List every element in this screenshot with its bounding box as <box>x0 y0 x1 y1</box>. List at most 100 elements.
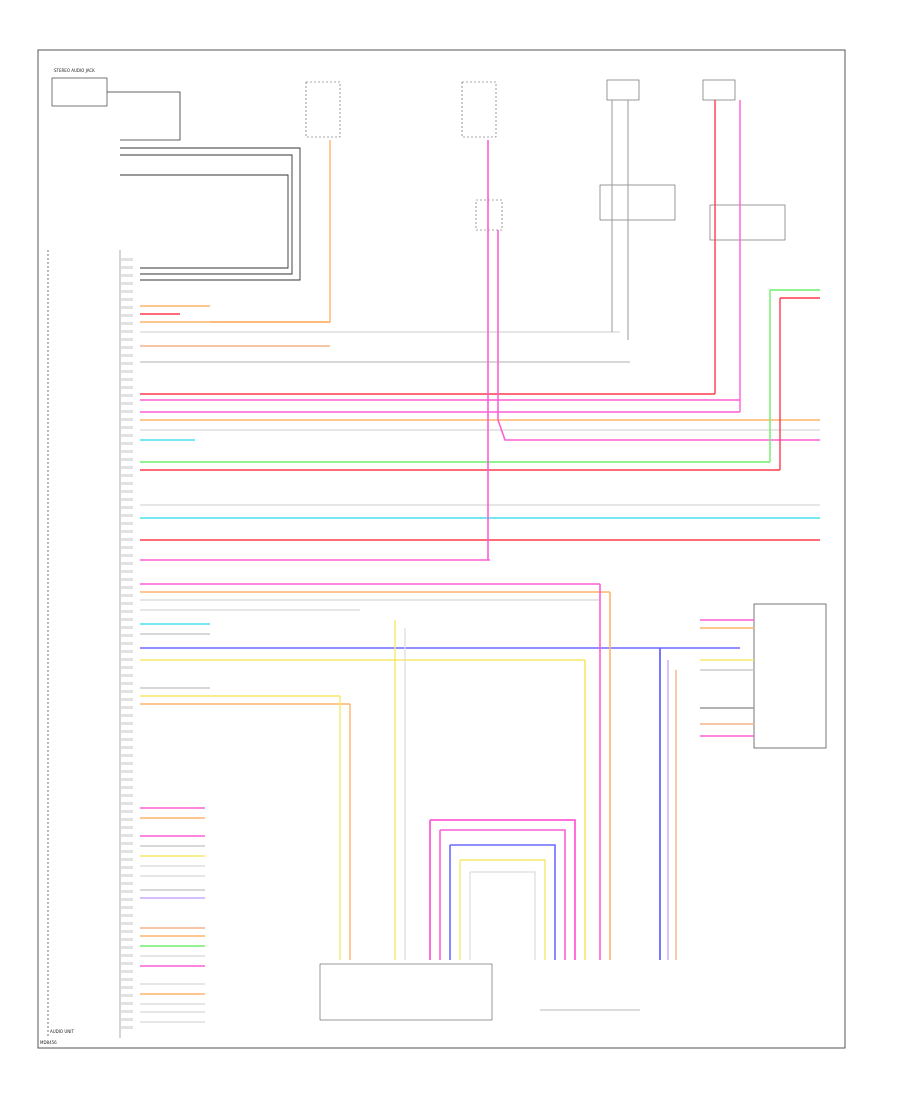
pin-marker <box>121 738 133 741</box>
fuse-box-b <box>461 81 497 138</box>
pin-marker <box>121 306 133 309</box>
pin-marker <box>121 498 133 501</box>
pin-marker <box>121 930 133 933</box>
wire-loop-4 <box>460 859 546 960</box>
pin-marker <box>121 546 133 549</box>
pin-marker <box>121 826 133 829</box>
pin-marker <box>121 802 133 805</box>
diagram-frame <box>37 49 846 1049</box>
pin-marker <box>121 634 133 637</box>
pin-marker <box>121 970 133 973</box>
pin-marker <box>121 490 133 493</box>
left-tweeter-box <box>606 79 640 101</box>
pin-marker <box>121 850 133 853</box>
pin-marker <box>121 698 133 701</box>
pin-marker <box>121 1018 133 1021</box>
pin-marker <box>121 810 133 813</box>
pin-marker <box>121 586 133 589</box>
pin-marker <box>121 282 133 285</box>
pin-marker <box>121 722 133 725</box>
pin-marker <box>121 682 133 685</box>
pin-marker <box>121 426 133 429</box>
pin-marker <box>121 690 133 693</box>
pin-marker <box>121 954 133 957</box>
pin-marker <box>121 538 133 541</box>
junction-box <box>475 199 503 231</box>
pin-marker <box>121 1002 133 1005</box>
pin-marker <box>121 618 133 621</box>
pin-marker <box>121 578 133 581</box>
pin-marker <box>121 482 133 485</box>
wire-shield-1 <box>120 147 301 281</box>
pin-marker <box>121 754 133 757</box>
wire-junction <box>497 230 820 441</box>
footer-code: MD8456 <box>40 1040 57 1045</box>
speaker-connector-box <box>753 603 827 749</box>
fuse-box-a <box>305 81 341 138</box>
pin-marker <box>121 594 133 597</box>
pin-marker <box>121 370 133 373</box>
pin-marker <box>121 946 133 949</box>
pin-marker <box>121 650 133 653</box>
pin-marker <box>121 642 133 645</box>
pin-marker <box>121 434 133 437</box>
pin-marker <box>121 442 133 445</box>
pin-marker <box>121 706 133 709</box>
pin-marker <box>121 786 133 789</box>
pin-marker <box>121 866 133 869</box>
pin-marker <box>121 514 133 517</box>
pin-marker <box>121 658 133 661</box>
pin-marker <box>121 418 133 421</box>
pin-marker <box>121 314 133 317</box>
pin-marker <box>121 906 133 909</box>
pin-marker <box>121 842 133 845</box>
stereo-jack-label: STEREO AUDIO JACK <box>54 68 95 73</box>
left-rear-module <box>599 184 676 221</box>
pin-marker <box>121 474 133 477</box>
wire-fuse-a <box>210 140 331 323</box>
pin-marker <box>121 522 133 525</box>
pin-marker <box>121 602 133 605</box>
pin-marker <box>121 794 133 797</box>
pin-marker <box>121 530 133 533</box>
pin-marker <box>121 714 133 717</box>
pin-marker <box>121 410 133 413</box>
pin-marker <box>121 858 133 861</box>
pin-marker <box>121 506 133 509</box>
pin-marker <box>121 898 133 901</box>
pin-marker <box>121 322 133 325</box>
pin-marker <box>121 1010 133 1013</box>
pin-marker <box>121 378 133 381</box>
pin-marker <box>121 922 133 925</box>
pin-marker <box>121 258 133 261</box>
pin-marker <box>121 626 133 629</box>
pin-marker <box>121 338 133 341</box>
pin-marker <box>121 666 133 669</box>
pin-marker <box>121 882 133 885</box>
audio-unit-label: AUDIO UNIT <box>50 1029 74 1034</box>
wire-shield-3 <box>120 174 289 269</box>
pin-marker <box>121 562 133 565</box>
bottom-connector-left <box>319 963 493 1021</box>
pin-marker <box>121 554 133 557</box>
pin-marker <box>121 346 133 349</box>
pin-marker <box>121 818 133 821</box>
pin-marker <box>121 746 133 749</box>
pin-marker <box>121 674 133 677</box>
pin-marker <box>121 1026 133 1029</box>
wire-group <box>107 91 820 1023</box>
pin-marker <box>121 458 133 461</box>
pin-labels <box>121 258 133 1029</box>
pin-marker <box>121 266 133 269</box>
stereo-jack-box <box>51 77 108 107</box>
pin-marker <box>121 290 133 293</box>
pin-marker <box>121 978 133 981</box>
pin-marker <box>121 386 133 389</box>
wire-loop-3 <box>450 844 556 960</box>
wire-loop-1 <box>430 819 576 960</box>
pin-marker <box>121 994 133 997</box>
pin-marker <box>121 298 133 301</box>
pin-marker <box>121 962 133 965</box>
pin-marker <box>121 394 133 397</box>
pin-marker <box>121 466 133 469</box>
